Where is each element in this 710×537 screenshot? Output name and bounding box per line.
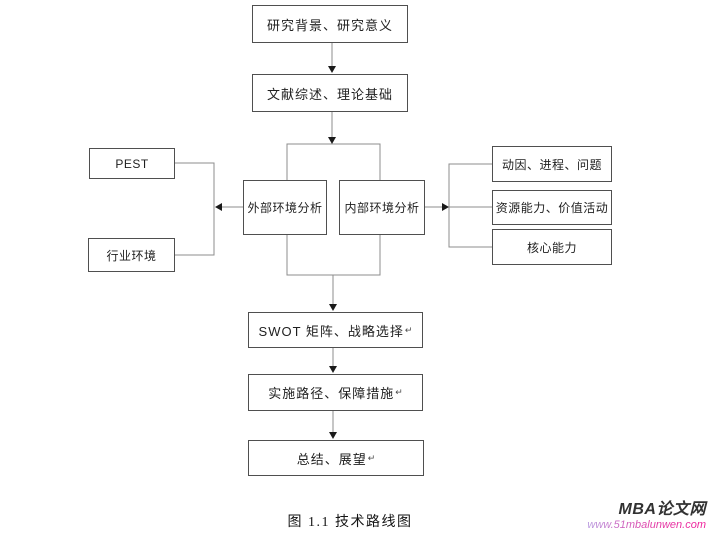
return-mark: ↵ [404, 324, 413, 335]
node-pest: PEST [89, 148, 175, 179]
return-mark: ↵ [395, 387, 403, 397]
flow-lines [175, 43, 492, 433]
node-literature: 文献综述、理论基础 [252, 74, 408, 112]
node-resources-value-activities: 资源能力、价值活动 [492, 190, 612, 225]
arrowhead-to-left-bracket [215, 203, 222, 211]
node-drivers-process-issues: 动因、进程、问题 [492, 146, 612, 182]
node-swot-strategy-label: SWOT 矩阵、战略选择 [258, 323, 404, 339]
node-research-label: 研究背景、研究意义 [266, 17, 393, 33]
node-literature-label: 文献综述、理论基础 [266, 86, 393, 102]
bracket-left [175, 162, 215, 256]
bracket-bottom-merge [286, 235, 381, 276]
node-implementation-safeguards: 实施路径、保障措施↵ [248, 374, 423, 411]
node-swot-strategy: SWOT 矩阵、战略选择↵ [248, 312, 423, 348]
node-resources-value-activities-label: 资源能力、价值活动 [495, 201, 609, 215]
node-research: 研究背景、研究意义 [252, 5, 408, 43]
arrowhead-to-summary [329, 432, 337, 439]
return-mark: ↵ [367, 452, 376, 463]
bracket-right [448, 163, 492, 248]
watermark: MBA论文网 www.51mbalunwen.com [587, 501, 706, 531]
arrowhead-to-right-bracket [442, 203, 449, 211]
node-core-competence-label: 核心能力 [526, 240, 577, 255]
bracket-top-split [286, 143, 381, 180]
arrowhead-to-implementation [329, 366, 337, 373]
node-summary-outlook-label: 总结、展望 [296, 451, 367, 467]
node-implementation-safeguards-label: 实施路径、保障措施 [268, 386, 395, 401]
node-summary-outlook: 总结、展望↵ [248, 440, 424, 476]
figure-caption: 图 1.1 技术路线图 [287, 515, 413, 530]
arrowhead-to-swot [329, 304, 337, 311]
watermark-site-url: www.51mbalunwen.com [587, 518, 706, 531]
watermark-site-name: MBA论文网 [618, 501, 706, 518]
node-internal-analysis: 内部环境分析 [339, 180, 425, 235]
node-core-competence: 核心能力 [492, 229, 612, 265]
node-industry-environment-label: 行业环境 [106, 248, 157, 263]
node-industry-environment: 行业环境 [88, 238, 175, 272]
node-drivers-process-issues-label: 动因、进程、问题 [501, 157, 602, 172]
node-internal-analysis-label: 内部环境分析 [344, 201, 420, 215]
node-external-analysis-label: 外部环境分析 [247, 201, 323, 215]
flow-arrowheads [215, 66, 449, 439]
node-external-analysis: 外部环境分析 [243, 180, 327, 235]
arrowhead-to-split [328, 137, 336, 144]
node-pest-label: PEST [115, 156, 149, 171]
arrowhead-to-literature [328, 66, 336, 73]
